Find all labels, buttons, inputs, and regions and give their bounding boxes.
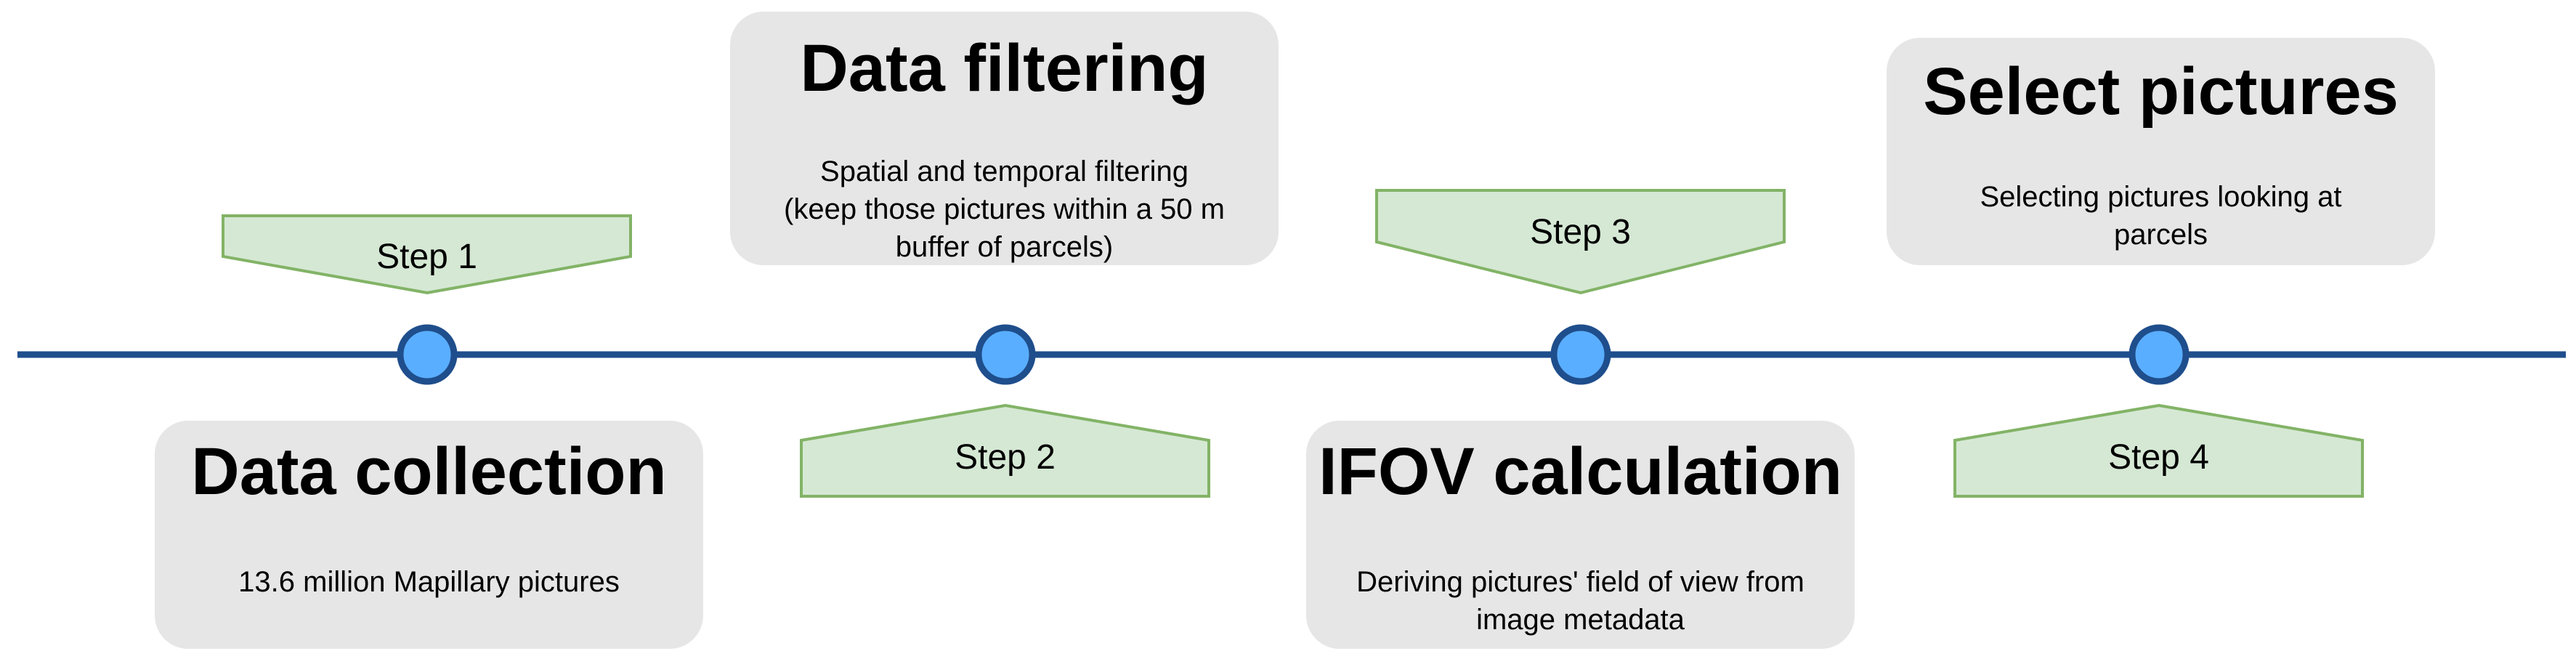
select-pictures-title: Select pictures <box>1923 54 2399 129</box>
ifov-calculation-card: IFOV calculation Deriving pictures' fiel… <box>1306 421 1855 649</box>
step-3-node <box>1550 324 1611 385</box>
step-1-node <box>397 324 458 385</box>
ifov-calculation-title: IFOV calculation <box>1319 434 1842 509</box>
step-2-node <box>975 324 1036 385</box>
data-filtering-card: Data filtering Spatial and temporal filt… <box>730 12 1279 265</box>
data-collection-card: Data collection 13.6 million Mapillary p… <box>155 421 703 649</box>
step-1-arrow <box>222 214 632 295</box>
step-2-arrow <box>800 403 1210 498</box>
data-filtering-description: Spatial and temporal filtering (keep tho… <box>784 155 1225 263</box>
step-4-arrow <box>1953 403 2364 498</box>
data-collection-title: Data collection <box>191 434 667 509</box>
step-1-label: Step 1 <box>376 238 477 276</box>
data-collection-description: 13.6 million Mapillary pictures <box>238 566 620 598</box>
select-pictures-card: Select pictures Selecting pictures looki… <box>1887 38 2435 265</box>
select-pictures-description: Selecting pictures looking at parcels <box>1980 181 2342 251</box>
step-2-label: Step 2 <box>955 438 1056 477</box>
step-4-label: Step 4 <box>2108 438 2209 477</box>
step-3-arrow <box>1375 189 1786 295</box>
data-filtering-title: Data filtering <box>800 31 1209 105</box>
step-3-label: Step 3 <box>1530 213 1631 251</box>
step-4-node <box>2129 324 2190 385</box>
ifov-calculation-description: Deriving pictures' field of view from im… <box>1356 566 1805 636</box>
